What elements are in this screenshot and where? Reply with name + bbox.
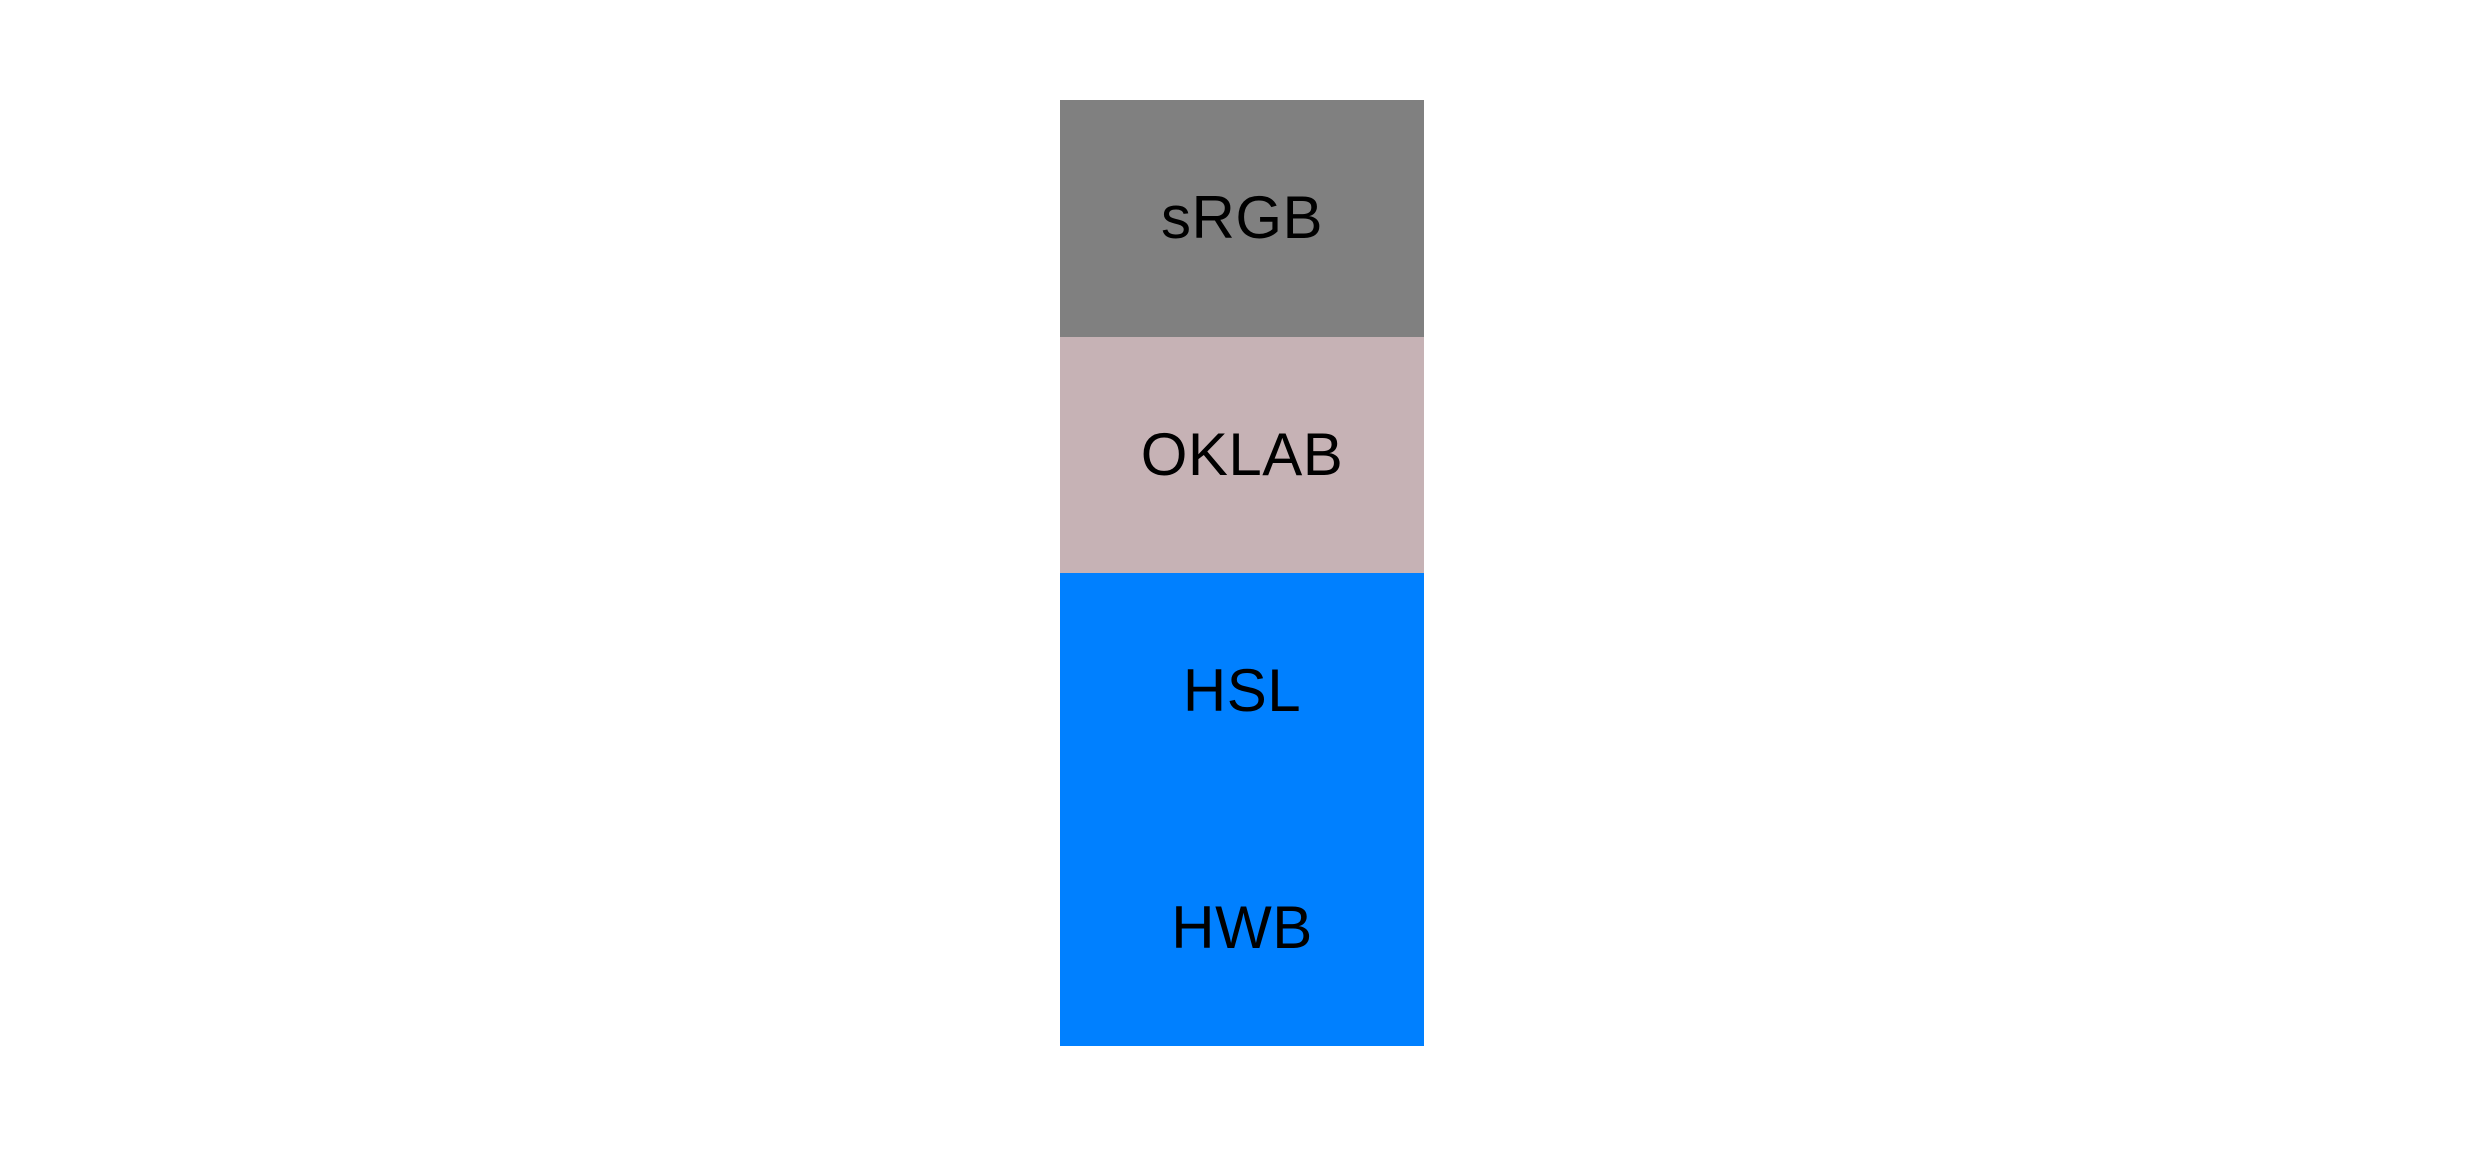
swatch-label-srgb: sRGB	[1160, 184, 1324, 252]
swatch-srgb[interactable]: sRGB	[1060, 100, 1424, 337]
swatch-label-hsl: HSL	[1182, 657, 1302, 725]
swatch-label-hwb: HWB	[1171, 893, 1313, 961]
swatch-oklab[interactable]: OKLAB	[1060, 336, 1424, 573]
swatch-label-oklab: OKLAB	[1140, 420, 1344, 488]
color-space-mix-swatches: sRGB OKLAB HSL HWB	[1060, 100, 1424, 1046]
swatch-hwb[interactable]: HWB	[1060, 809, 1424, 1046]
swatch-hsl[interactable]: HSL	[1060, 573, 1424, 810]
